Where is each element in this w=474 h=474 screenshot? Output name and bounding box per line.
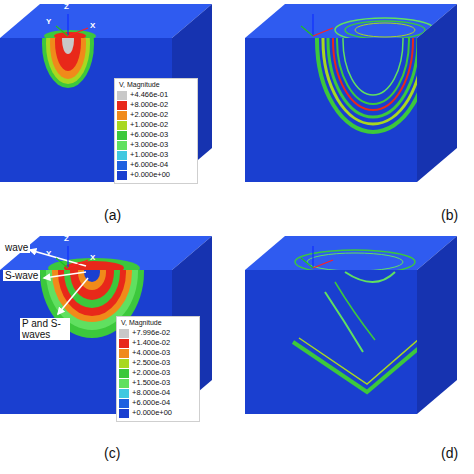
panel-label: (b): [441, 208, 458, 223]
panel-label: (a): [104, 208, 121, 223]
legend-swatch: [117, 151, 127, 160]
legend-value: +6.000e-04: [130, 161, 168, 169]
legend-swatch: [117, 111, 127, 120]
legend-value: +1.000e-03: [130, 151, 168, 159]
panel-label: (c): [104, 446, 120, 461]
legend-swatch: [119, 369, 129, 378]
legend-swatch: [119, 349, 129, 358]
legend-swatch: [119, 389, 129, 398]
legend-value: +7.996e-02: [132, 329, 170, 337]
legend-swatch: [117, 91, 127, 100]
legend-value: +2.000e-03: [132, 369, 170, 377]
axis-label: Z: [64, 235, 69, 244]
wave-label: P and S-waves: [20, 318, 70, 340]
legend-swatch: [119, 359, 129, 368]
legend-swatch: [119, 409, 129, 418]
legend-value: +6.000e-04: [132, 399, 170, 407]
axis-label: Y: [46, 18, 51, 27]
wave-label: wave: [3, 242, 30, 253]
legend-swatch: [117, 131, 127, 140]
legend-value: +1.000e-02: [130, 121, 168, 129]
legend-swatch: [119, 329, 129, 338]
legend-value: +2.000e-02: [130, 111, 168, 119]
legend-value: +2.500e-03: [132, 359, 170, 367]
legend-swatch: [117, 121, 127, 130]
legend-value: +3.000e-03: [130, 141, 168, 149]
legend-swatch: [117, 161, 127, 170]
legend-swatch: [119, 379, 129, 388]
legend-swatch: [119, 399, 129, 408]
legend-value: +1.500e-03: [132, 379, 170, 387]
legend-value: +0.000e+00: [130, 171, 170, 179]
panel-b: [245, 0, 457, 182]
axis-label: X: [90, 254, 95, 263]
legend-value: +0.000e+00: [132, 409, 172, 417]
axis-label: Z: [64, 3, 69, 12]
legend-value: +8.000e-02: [130, 101, 168, 109]
axis-label: Y: [46, 250, 51, 259]
legend-swatch: [117, 141, 127, 150]
wave-label: S-wave: [3, 270, 40, 281]
legend-value: +6.000e-03: [130, 131, 168, 139]
legend-value: +1.400e-02: [132, 339, 170, 347]
legend-value: +8.000e-04: [132, 389, 170, 397]
legend-title: V, Magnitude: [121, 319, 162, 327]
axis-label: X: [90, 22, 95, 31]
legend-value: +4.000e-03: [132, 349, 170, 357]
legend-title: V, Magnitude: [119, 81, 160, 89]
legend-swatch: [119, 339, 129, 348]
legend-value: +4.466e-01: [130, 91, 168, 99]
panel-d: [245, 236, 457, 414]
panel-label: (d): [441, 446, 458, 461]
legend-swatch: [117, 101, 127, 110]
legend-swatch: [117, 171, 127, 180]
